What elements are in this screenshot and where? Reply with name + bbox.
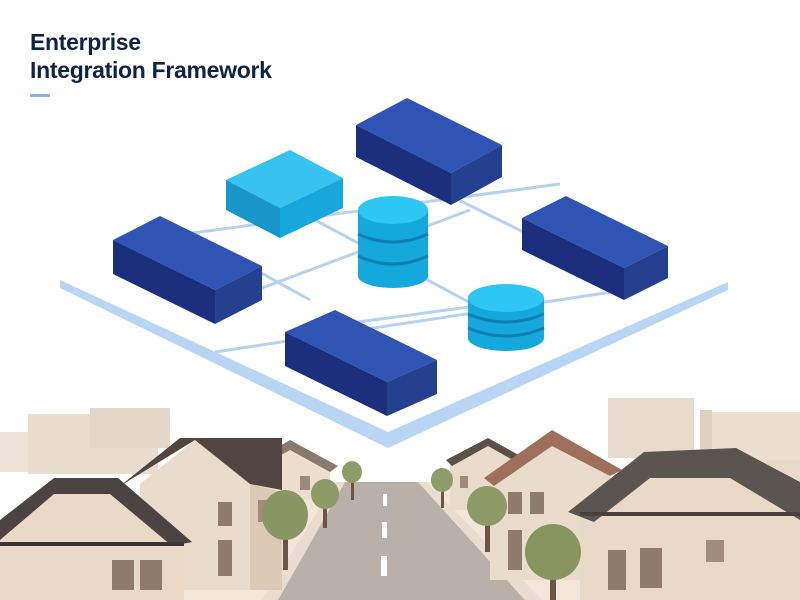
houses-left [0, 438, 338, 600]
service-block-navy [356, 98, 502, 205]
road-marking [382, 522, 387, 538]
tree [467, 486, 507, 552]
service-block-navy [522, 196, 668, 300]
service-block-navy [113, 216, 262, 324]
tree [525, 524, 581, 600]
road-marking [381, 556, 387, 576]
title-line-1: Enterprise [30, 29, 141, 55]
houses-right [446, 430, 800, 600]
title-line-2: Integration Framework [30, 57, 272, 83]
service-block-cyan [226, 150, 343, 238]
tree [262, 490, 308, 570]
tree [431, 468, 453, 508]
tree [311, 479, 339, 528]
title-block: Enterprise Integration Framework [30, 28, 272, 97]
service-block-navy [285, 310, 437, 416]
street-trees [262, 461, 581, 600]
database-cylinders [357, 196, 545, 351]
tree [342, 461, 362, 500]
title-underline [30, 94, 50, 97]
service-blocks [113, 98, 668, 416]
road-marking [383, 494, 387, 506]
database-icon [467, 284, 545, 351]
database-icon [357, 196, 429, 288]
